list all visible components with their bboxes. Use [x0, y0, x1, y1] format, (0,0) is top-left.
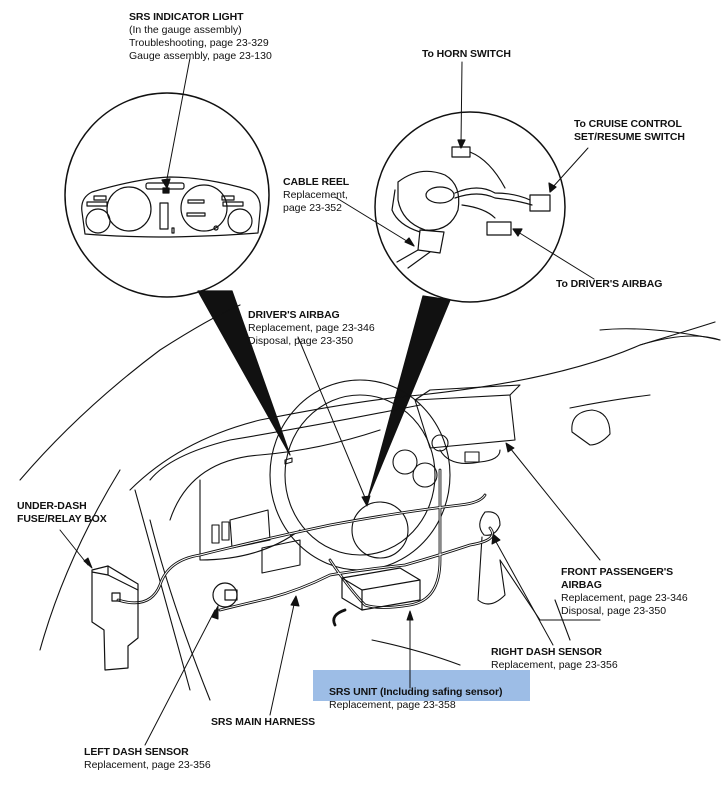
cable-reel-ref-2: page 23-352 — [283, 202, 342, 214]
gauge-detail-circle — [64, 92, 270, 298]
left-dash-sensor-title: LEFT DASH SENSOR — [84, 746, 189, 758]
srs-indicator-gauge-ref: Gauge assembly, page 23-130 — [129, 50, 272, 62]
left-dash-sensor-ref: Replacement, page 23-356 — [84, 759, 211, 771]
passenger-airbag-disposal-ref: Disposal, page 23-350 — [561, 605, 667, 617]
passenger-airbag-replacement-ref: Replacement, page 23-346 — [561, 592, 688, 604]
label-srs-unit: SRS UNIT (Including safing sensor) Repla… — [329, 686, 502, 712]
label-to-drivers-airbag: To DRIVER'S AIRBAG — [556, 278, 662, 291]
srs-indicator-lamp-icon — [162, 187, 170, 194]
passenger-airbag-title-1: FRONT PASSENGER'S — [561, 566, 674, 578]
cruise-connector — [529, 194, 551, 212]
label-fuse-relay-box: UNDER-DASH FUSE/RELAY BOX — [17, 500, 107, 526]
srs-unit-highlight — [313, 670, 530, 701]
label-right-dash-sensor: RIGHT DASH SENSOR Replacement, page 23-3… — [491, 646, 618, 672]
cable-reel-detail-circle — [374, 111, 566, 303]
airbag-connector — [486, 221, 512, 236]
cable-reel-ref-1: Replacement, — [283, 189, 348, 201]
label-to-horn-switch: To HORN SWITCH — [422, 48, 511, 61]
gauge-callout-wedge — [197, 290, 291, 456]
label-drivers-airbag: DRIVER'S AIRBAG Replacement, page 23-346… — [248, 309, 375, 348]
cable-reel-callout-wedge — [367, 295, 451, 499]
to-drivers-airbag-title: To DRIVER'S AIRBAG — [556, 278, 663, 290]
srs-unit-ref: Replacement, page 23-358 — [329, 699, 456, 711]
label-srs-main-harness: SRS MAIN HARNESS — [211, 716, 315, 729]
label-left-dash-sensor: LEFT DASH SENSOR Replacement, page 23-35… — [84, 746, 211, 772]
drivers-airbag-disposal-ref: Disposal, page 23-350 — [248, 335, 354, 347]
dashboard-drawing — [19, 304, 721, 701]
left-dash-sensor-drawing — [212, 582, 238, 608]
drivers-airbag-title: DRIVER'S AIRBAG — [248, 309, 340, 321]
right-dash-sensor-ref: Replacement, page 23-356 — [491, 659, 618, 671]
horn-switch-title: To HORN SWITCH — [422, 48, 511, 60]
srs-indicator-leader-line — [165, 57, 191, 185]
srs-unit-drawing — [341, 567, 421, 611]
srs-unit-title: SRS UNIT (Including safing sensor) — [329, 686, 503, 698]
passenger-airbag-title-2: AIRBAG — [561, 579, 602, 591]
srs-indicator-location: (In the gauge assembly) — [129, 24, 242, 36]
label-to-cruise-control: To CRUISE CONTROL SET/RESUME SWITCH — [574, 118, 685, 144]
srs-indicator-troubleshooting-ref: Troubleshooting, page 23-329 — [129, 37, 269, 49]
drivers-airbag-replacement-ref: Replacement, page 23-346 — [248, 322, 375, 334]
label-front-passenger-airbag: FRONT PASSENGER'S AIRBAG Replacement, pa… — [561, 566, 688, 618]
cruise-control-title-2: SET/RESUME SWITCH — [574, 131, 685, 143]
srs-indicator-title: SRS INDICATOR LIGHT — [129, 11, 244, 23]
leader-lines — [59, 336, 601, 746]
cable-reel-title: CABLE REEL — [283, 176, 350, 188]
right-dash-sensor-title: RIGHT DASH SENSOR — [491, 646, 602, 658]
label-cable-reel: CABLE REEL Replacement, page 23-352 — [283, 176, 349, 215]
srs-main-harness-title: SRS MAIN HARNESS — [211, 716, 315, 728]
fuse-box-title-1: UNDER-DASH — [17, 500, 87, 512]
cruise-control-title-1: To CRUISE CONTROL — [574, 118, 682, 130]
fuse-box-title-2: FUSE/RELAY BOX — [17, 513, 107, 525]
label-srs-indicator-light: SRS INDICATOR LIGHT (In the gauge assemb… — [129, 11, 272, 63]
fuse-relay-box-drawing — [91, 565, 139, 671]
